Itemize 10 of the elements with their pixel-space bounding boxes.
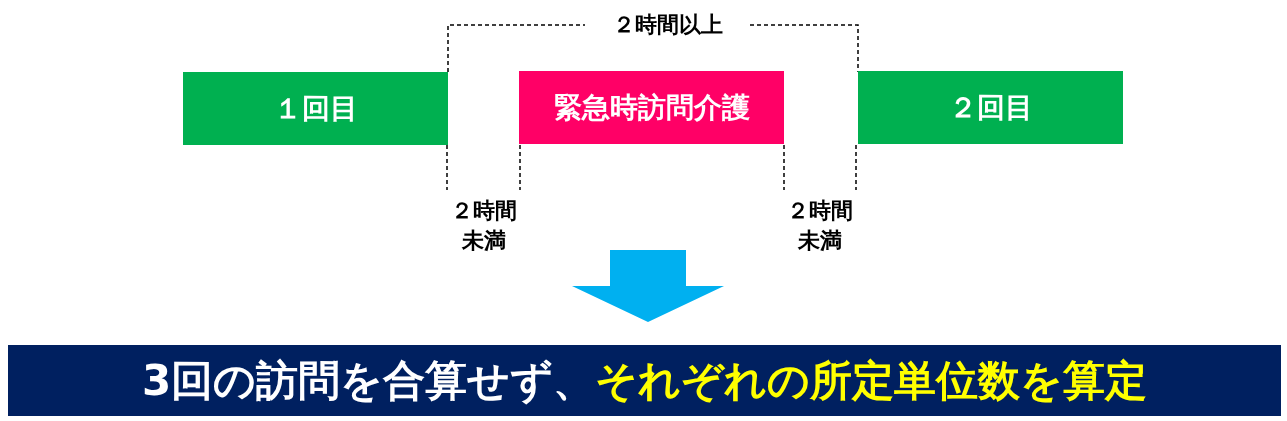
gap-label: ２時間未満 bbox=[450, 197, 518, 255]
banner-text: 3回の訪問を合算せず、 bbox=[141, 354, 596, 407]
block-arrow bbox=[572, 250, 724, 322]
gap-label: ２時間未満 bbox=[786, 197, 854, 255]
visit-bar: １回目 bbox=[183, 72, 448, 145]
highlighted-text: それぞれの所定単位数を算定 bbox=[595, 354, 1148, 407]
result-banner bbox=[8, 345, 1281, 416]
visit-bar: 緊急時訪問介護 bbox=[519, 71, 784, 144]
interval-label: ２時間以上 bbox=[611, 11, 724, 39]
visit-bar: ２回目 bbox=[858, 71, 1123, 144]
